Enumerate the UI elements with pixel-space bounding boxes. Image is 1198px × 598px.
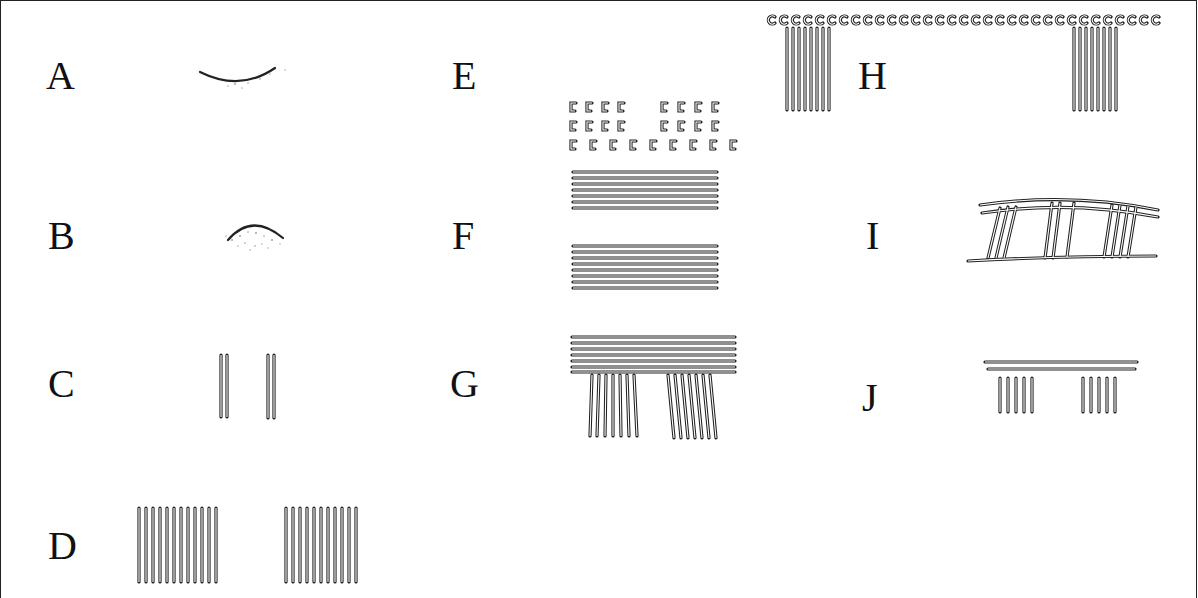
- panel-letter: J: [862, 378, 878, 418]
- line-core: [139, 16, 1159, 582]
- line-outline: [139, 16, 1159, 582]
- panel-letter: B: [48, 216, 75, 256]
- panel-letter: I: [866, 216, 879, 256]
- stipple: [209, 69, 285, 250]
- panel-letter: C: [48, 364, 75, 404]
- surface-curve: [200, 68, 283, 240]
- panel-letter: D: [48, 526, 77, 566]
- panel-letter: G: [450, 364, 479, 404]
- panel-letter: A: [46, 56, 75, 96]
- panel-letter: F: [452, 216, 474, 256]
- panel-letter: E: [452, 56, 476, 96]
- panel-letter: H: [858, 56, 887, 96]
